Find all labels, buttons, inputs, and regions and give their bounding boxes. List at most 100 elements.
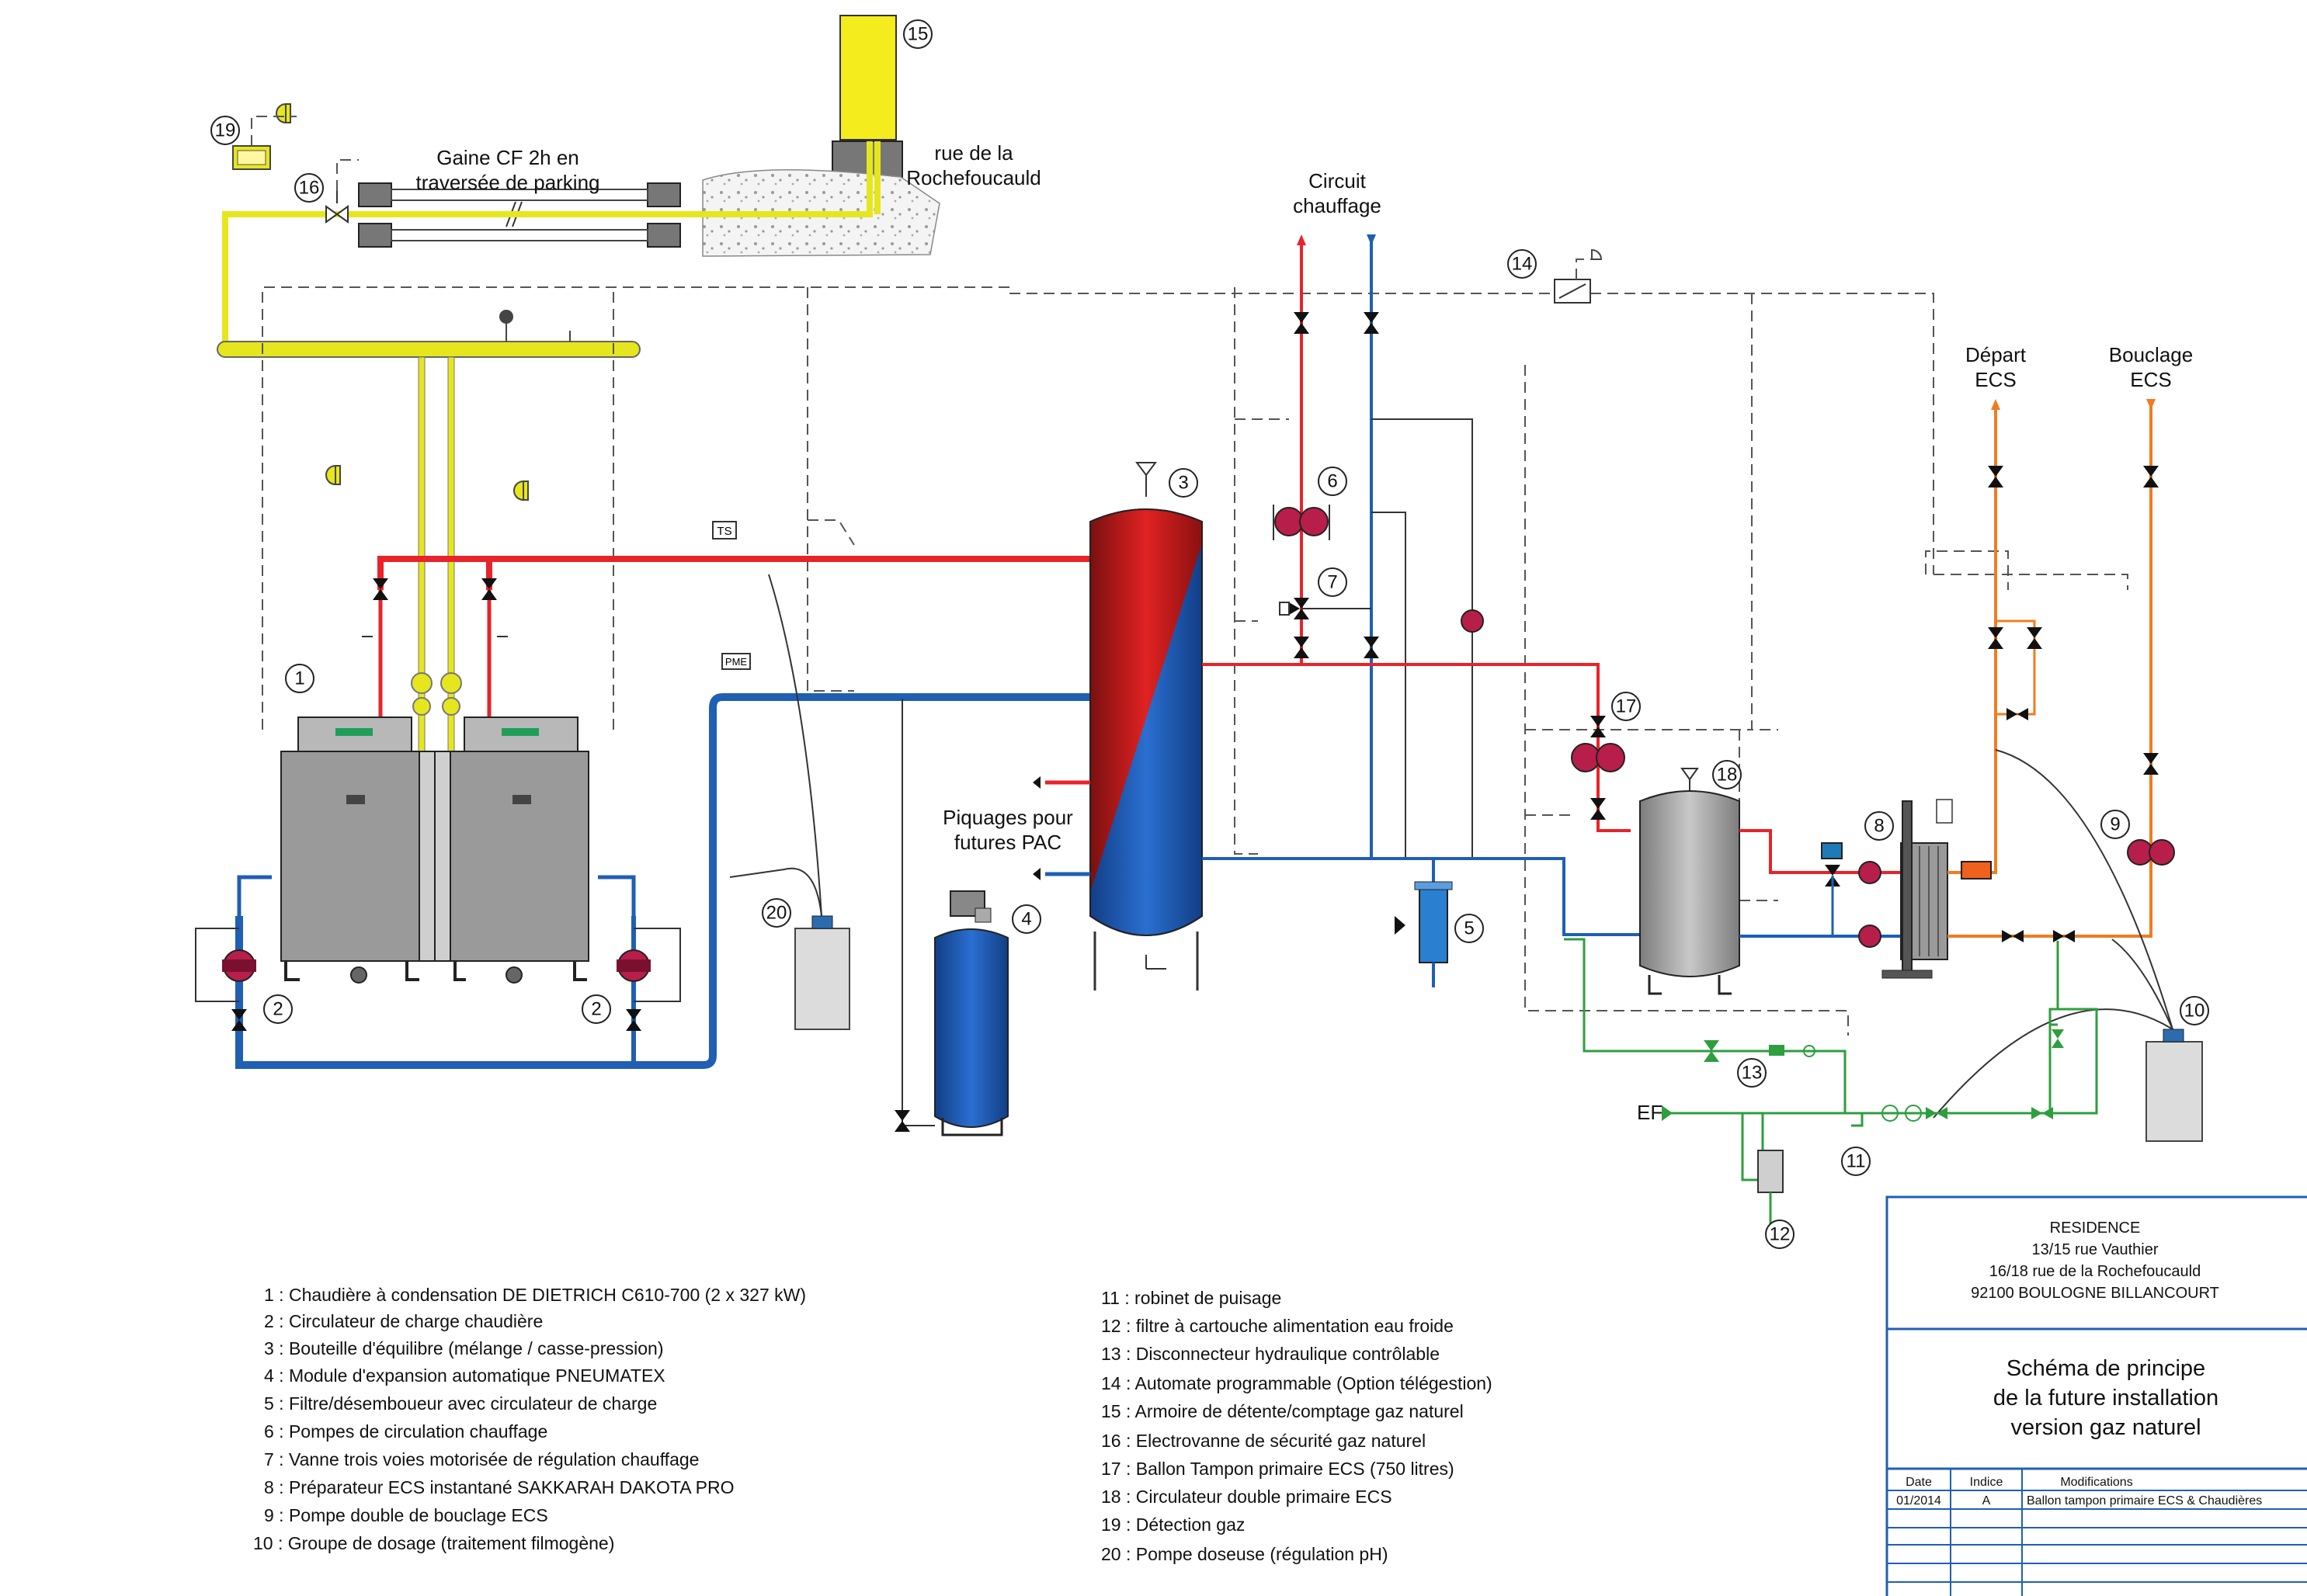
hydraulic-separator-3 [1033, 462, 1203, 991]
legend-item: 11 : robinet de puisage [1101, 1288, 1281, 1308]
callout-circle [762, 898, 791, 928]
label-circuit-2: chauffage [1293, 194, 1381, 217]
callout-circle [285, 664, 314, 693]
callout-number: 6 [1327, 471, 1337, 492]
callout-circle [210, 116, 240, 145]
svg-text:16 : Electrovanne de sécurité: 16 : Electrovanne de sécurité gaz nature… [1101, 1431, 1426, 1451]
label-depart-2: ECS [1975, 368, 2016, 391]
svg-text:20 : Pompe doseuse (régulation: 20 : Pompe doseuse (régulation pH) [1101, 1544, 1388, 1564]
svg-text:rue de la: rue de la [934, 141, 1013, 165]
svg-text:A: A [1982, 1494, 1991, 1508]
callout-circle [2100, 810, 2130, 839]
gas-pipe [222, 141, 873, 342]
tb-header-modifications: Modifications [2060, 1476, 2132, 1489]
svg-text:13 : Disconnecteur hydraulique: 13 : Disconnecteur hydraulique contrôlab… [1101, 1344, 1440, 1364]
svg-text:15 : Armoire de détente/compta: 15 : Armoire de détente/comptage gaz nat… [1101, 1401, 1464, 1421]
svg-text:futures PAC: futures PAC [954, 831, 1061, 854]
callout-number: 20 [766, 903, 787, 924]
tb-row-indice: A [1982, 1494, 1991, 1508]
callout-circle [1712, 760, 1742, 789]
callout-circle [2180, 996, 2209, 1025]
callout-number: 3 [1178, 473, 1188, 494]
svg-text:TS: TS [717, 525, 731, 538]
legend-item: 15 : Armoire de détente/comptage gaz nat… [1101, 1401, 1464, 1421]
svg-text:8 : Préparateur ECS instantané: 8 : Préparateur ECS instantané SAKKARAH … [264, 1477, 735, 1497]
tb-title: de la future installation [1993, 1386, 2218, 1410]
callout-number: 14 [1512, 254, 1533, 275]
legend-item: 12 : filtre à cartouche alimentation eau… [1101, 1316, 1454, 1336]
tb-address: 16/18 rue de la Rochefoucauld [1989, 1263, 2201, 1280]
svg-text:19 : Détection gaz: 19 : Détection gaz [1101, 1514, 1245, 1535]
svg-text:Rochefoucauld: Rochefoucauld [906, 166, 1041, 189]
legend-item: 13 : Disconnecteur hydraulique contrôlab… [1101, 1344, 1440, 1364]
legend-item: 4 : Module d'expansion automatique PNEUM… [264, 1365, 665, 1386]
callout-number: 11 [1847, 1151, 1866, 1172]
ecs-flow [1947, 404, 1997, 874]
svg-text:PME: PME [725, 656, 748, 668]
gas-detector-icon [275, 102, 291, 124]
tb-header-date: Date [1906, 1476, 1932, 1489]
label-bouclage-1: Bouclage [2109, 343, 2193, 366]
svg-text:Gaine CF 2h en: Gaine CF 2h en [436, 146, 579, 169]
svg-text:10 : Groupe de dosage (traitem: 10 : Groupe de dosage (traitement filmog… [253, 1533, 614, 1553]
pump-icon [1596, 743, 1625, 772]
callout-circle [1012, 904, 1041, 934]
svg-text:traversée de parking: traversée de parking [415, 171, 599, 194]
svg-text:chauffage: chauffage [1293, 194, 1381, 217]
ecs-loop [1947, 404, 2152, 938]
callout-number: 17 [1616, 696, 1637, 717]
legend-item: 14 : Automate programmable (Option télég… [1101, 1373, 1492, 1393]
legend-item: 9 : Pompe double de bouclage ECS [264, 1505, 548, 1525]
legend-item: 1 : Chaudière à condensation DE DIETRICH… [264, 1285, 806, 1305]
legend-item: 16 : Electrovanne de sécurité gaz nature… [1101, 1431, 1426, 1451]
legend-item: 17 : Ballon Tampon primaire ECS (750 lit… [1101, 1459, 1454, 1479]
tb-address: RESIDENCE [2050, 1220, 2141, 1237]
callout-number: 15 [908, 24, 929, 45]
svg-text:7 : Vanne trois voies motorisé: 7 : Vanne trois voies motorisée de régul… [264, 1449, 699, 1469]
svg-text:de la future installation: de la future installation [1993, 1386, 2218, 1410]
svg-text:17 : Ballon Tampon primaire EC: 17 : Ballon Tampon primaire ECS (750 lit… [1101, 1459, 1454, 1479]
sensors [712, 248, 1603, 670]
label-ef: EF [1637, 1101, 1662, 1124]
label-depart-1: Départ [1965, 343, 2027, 366]
pump-icon [1461, 609, 1484, 633]
cold-water-supply [1564, 938, 2098, 1242]
label-rue-2: Rochefoucauld [906, 166, 1041, 189]
tb-header-indice: Indice [1970, 1476, 2003, 1489]
callout-circle [903, 19, 933, 49]
ecs-primary [1301, 663, 1953, 995]
callout-circle [1454, 914, 1484, 943]
label-piquages-1: Piquages pour [943, 806, 1073, 829]
svg-text:RESIDENCE: RESIDENCE [2050, 1220, 2141, 1237]
pump-icon [1858, 861, 1881, 884]
svg-text:Piquages pour: Piquages pour [943, 806, 1073, 829]
boiler-pumps-2 [222, 949, 651, 1031]
legend-right: 11 : robinet de puisage 12 : filtre à ca… [1101, 1288, 1492, 1564]
svg-text:18 : Circulateur double primai: 18 : Circulateur double primaire ECS [1101, 1487, 1392, 1507]
heating-circuit [1202, 234, 1484, 987]
tb-title: version gaz naturel [2010, 1415, 2201, 1440]
svg-text:4 : Module d'expansion automat: 4 : Module d'expansion automatique PNEUM… [264, 1365, 665, 1386]
pump-icon [1858, 925, 1881, 948]
label-ts: TS [717, 525, 731, 538]
svg-text:3 : Bouteille d'équilibre (mél: 3 : Bouteille d'équilibre (mélange / cas… [264, 1338, 664, 1358]
boiler-left [280, 751, 420, 962]
label-gaine-2: traversée de parking [415, 171, 599, 194]
callout-number: 7 [1327, 572, 1337, 593]
callout-number: 2 [591, 999, 601, 1020]
svg-text:11 : robinet de puisage: 11 : robinet de puisage [1101, 1288, 1281, 1308]
svg-text:12 : filtre à cartouche alimen: 12 : filtre à cartouche alimentation eau… [1101, 1316, 1454, 1336]
pump-icon [1571, 743, 1600, 772]
pump-icon [1274, 507, 1304, 536]
callout-circle [1507, 249, 1537, 279]
callout-circle [582, 994, 611, 1024]
svg-text:6 : Pompes de circulation chau: 6 : Pompes de circulation chauffage [264, 1421, 547, 1442]
svg-text:5 : Filtre/désemboueur avec ci: 5 : Filtre/désemboueur avec circulateur … [264, 1393, 657, 1414]
legend-item: 20 : Pompe doseuse (régulation pH) [1101, 1544, 1388, 1564]
svg-text:ECS: ECS [2130, 368, 2171, 391]
svg-text:Bouclage: Bouclage [2109, 343, 2193, 366]
tb-row-modification: Ballon tampon primaire ECS & Chaudières [2027, 1494, 2262, 1508]
gas-detector-icon [512, 480, 529, 501]
